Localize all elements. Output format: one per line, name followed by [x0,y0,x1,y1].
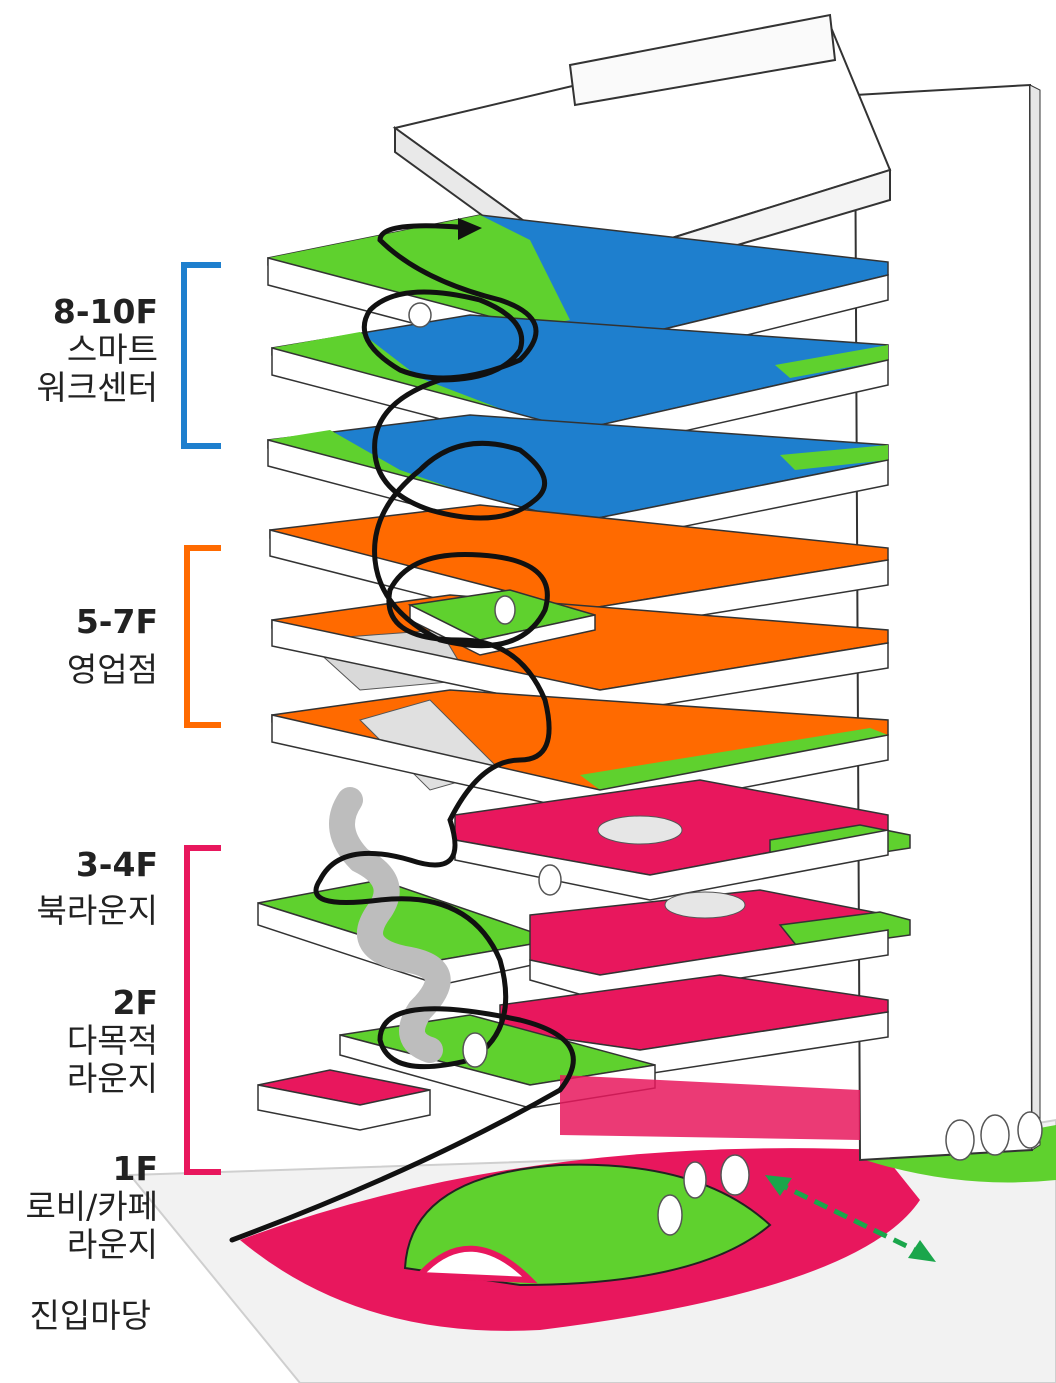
use-line2-lobby: 라운지 [66,1225,158,1264]
label-book-lounge: 3-4F 북라운지 [37,846,158,930]
floor-range-smart: 8-10F [52,292,158,331]
use-line1-smart: 스마트 [66,330,158,369]
use-line1-multi: 다목적 [66,1021,158,1060]
floor-range-lobby: 1F [112,1149,158,1188]
floor-range-sales: 5-7F [75,602,158,641]
label-sales-branch: 5-7F 영업점 [67,603,158,689]
slab-5f [271,689,889,816]
bracket-sales [184,545,221,728]
use-line1-sales: 영업점 [66,650,158,689]
access-arrow [765,1175,936,1262]
floor-range-multi: 2F [112,983,158,1022]
tower-side [1029,84,1041,1151]
circulation-path [229,223,576,1243]
use-line1-lobby: 로비/카페 [25,1187,158,1226]
trees [408,302,1043,1236]
roof-parapet [568,13,837,107]
slab-4f [454,779,911,901]
label-lobby-cafe: 1F 로비/카페 라운지 [25,1150,158,1264]
label-multipurpose-lounge: 2F 다목적 라운지 [67,984,158,1098]
bracket-lounge [184,845,221,1175]
use-line1-book: 북라운지 [36,891,158,930]
use-line2-smart: 워크센터 [36,368,158,407]
path-arrowhead [458,218,482,240]
label-entrance-yard: 진입마당 [30,1297,151,1335]
floor-range-book: 3-4F [75,845,158,884]
mound-opening [413,1245,538,1284]
use-line2-multi: 라운지 [66,1059,158,1098]
slab-1f [257,1069,860,1140]
bracket-smart [181,262,221,449]
label-smart-work-center: 8-10F 스마트 워크센터 [37,293,158,407]
use-line1-yard: 진입마당 [29,1296,151,1335]
slab-3f [529,889,911,1001]
